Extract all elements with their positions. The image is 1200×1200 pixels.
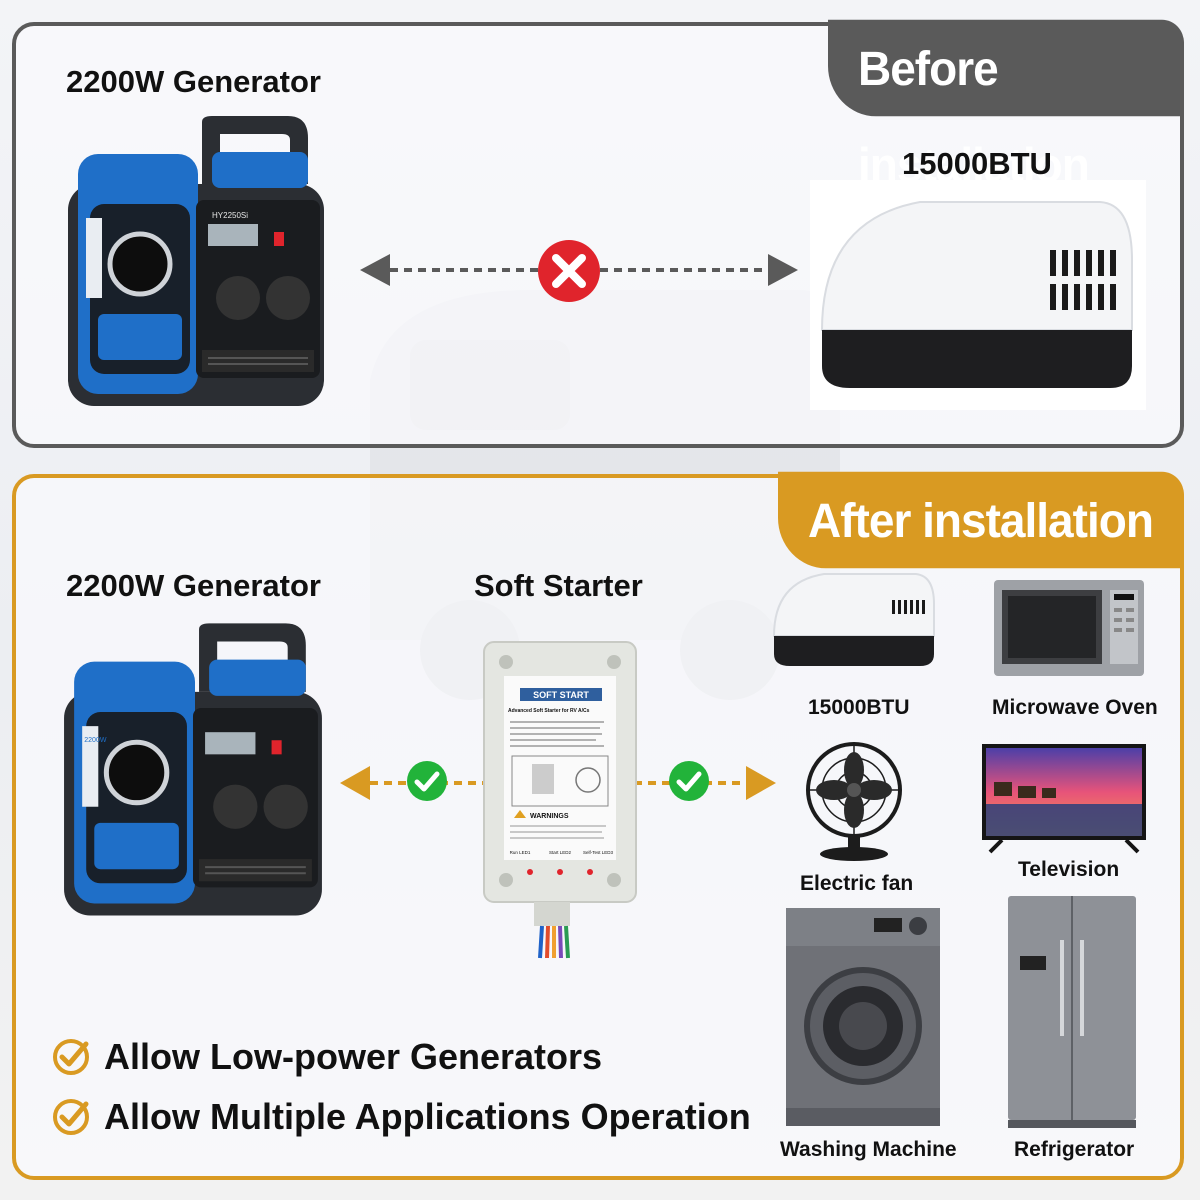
generator-icon: HY2250Si [68,116,324,406]
feature-point-multiple-applications: Allow Multiple Applications Operation [52,1096,751,1138]
before-installation-badge: Before installation [828,19,1184,192]
appliance-label-tv: Television [1018,858,1120,881]
device-led2-text: Start LED2 [549,850,572,855]
ok-check-icon [407,761,447,801]
television-icon [982,744,1146,854]
before-generator-label: 2200W Generator [66,64,321,99]
ok-check-icon [669,761,709,801]
rv-ac-unit-icon [810,180,1146,410]
device-title-text: SOFT START [533,690,589,700]
refrigerator-icon [1008,896,1136,1128]
generator-model-text: HY2250Si [212,211,248,220]
after-generator-label: 2200W Generator [66,568,321,603]
rv-ac-unit-icon [772,573,935,666]
appliance-label-fridge: Refrigerator [1014,1138,1135,1161]
device-led3-text: Self-Test LED3 [583,850,614,855]
before-ac-label: 15000BTU [902,146,1052,181]
appliance-label-washer: Washing Machine [780,1138,957,1161]
check-circle-icon [53,1099,89,1135]
generator-side-text: 2200W [84,737,107,744]
error-x-icon [538,240,600,302]
washing-machine-icon [786,908,940,1126]
soft-starter-device: SOFT START Advanced Soft Starter for RV … [483,641,637,959]
blocked-connection-arrow [360,254,798,286]
device-subtitle-text: Advanced Soft Starter for RV A/Cs [508,708,590,714]
check-circle-icon [53,1039,89,1075]
appliance-label-microwave: Microwave Oven [992,696,1158,719]
soft-starter-label: Soft Starter [474,568,643,603]
generator-icon: 2200W [64,623,322,916]
feature-point-text: Allow Multiple Applications Operation [104,1096,751,1137]
microwave-icon [994,580,1144,676]
after-installation-badge: After installation [778,471,1184,569]
device-led1-text: Run LED1 [510,850,531,855]
appliance-label-ac: 15000BTU [808,696,910,719]
feature-point-low-power: Allow Low-power Generators [52,1036,602,1078]
device-warning-text: WARNINGS [530,813,569,820]
feature-point-text: Allow Low-power Generators [104,1036,603,1077]
electric-fan-icon [806,742,902,861]
appliance-label-fan: Electric fan [800,872,914,895]
